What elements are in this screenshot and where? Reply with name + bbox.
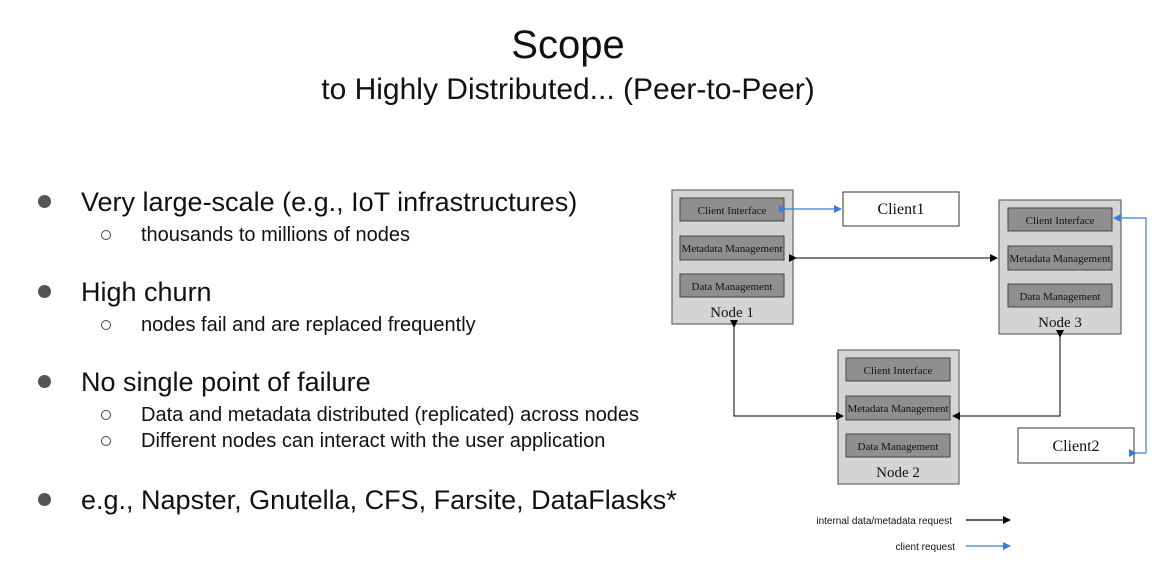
node-label: Node 2 [876,465,920,481]
bullet-text: Very large-scale (e.g., IoT infrastructu… [81,187,578,217]
client1-box: Client1 [842,191,960,227]
node-2-client-interface [845,357,951,382]
bullet-text: No single point of failure [81,367,371,397]
sub-bullet-circle-icon [101,436,111,446]
legend-internal-label: internal data/metadata request [816,516,952,527]
diagram-legend: internal data/metadata request client re… [816,516,1011,553]
client-label: Client1 [877,201,924,218]
client2-request-arrow [1113,214,1147,457]
bullet-text: High churn [81,277,212,307]
slide-subtitle: to Highly Distributed... (Peer-to-Peer) [321,73,815,106]
node-2-metadata-management [845,395,951,421]
node-1-data-management [679,273,785,298]
legend-client-label: client request [896,542,956,553]
sub-bullet-circle-icon [101,230,111,240]
client2-box: Client2 [1017,427,1135,464]
node-3-client-interface [1007,207,1113,232]
layer-label: Data Management [1020,291,1101,303]
bullet-text: e.g., Napster, Gnutella, CFS, Farsite, D… [81,485,677,515]
node-1-metadata-management [679,235,785,261]
bullet-dot-icon [38,493,51,506]
layer-label: Client Interface [698,205,767,217]
layer-label: Client Interface [864,365,933,377]
node-label: Node 3 [1038,315,1082,331]
node-label: Node 1 [710,305,754,321]
node-3-metadata-management [1007,245,1113,271]
node-2: Client Interface Metadata Management Dat… [837,349,960,485]
sub-bullet-text: Data and metadata distributed (replicate… [141,404,640,426]
sub-bullet-text: nodes fail and are replaced frequently [141,314,476,336]
node-3: Client Interface Metadata Management Dat… [998,199,1122,335]
layer-label: Data Management [692,281,773,293]
layer-label: Data Management [858,441,939,453]
sub-bullet-circle-icon [101,320,111,330]
node3-node2-arrow [952,330,1064,420]
node-2-data-management [845,433,951,458]
sub-bullet-text: Different nodes can interact with the us… [141,430,606,452]
bullet-dot-icon [38,285,51,298]
layer-label: Metadata Management [847,403,948,415]
client-label: Client2 [1052,438,1099,455]
layer-label: Client Interface [1026,215,1095,227]
node1-node2-arrow [730,320,844,420]
bullet-dot-icon [38,195,51,208]
sub-bullet-text: thousands to millions of nodes [141,224,411,246]
slide-title: Scope [511,23,625,67]
node-1: Client Interface Metadata Management Dat… [671,189,794,325]
layer-label: Metadata Management [681,243,782,255]
layer-label: Metadata Management [1009,253,1110,265]
bullet-dot-icon [38,375,51,388]
sub-bullet-circle-icon [101,410,111,420]
node-3-data-management [1007,283,1113,308]
